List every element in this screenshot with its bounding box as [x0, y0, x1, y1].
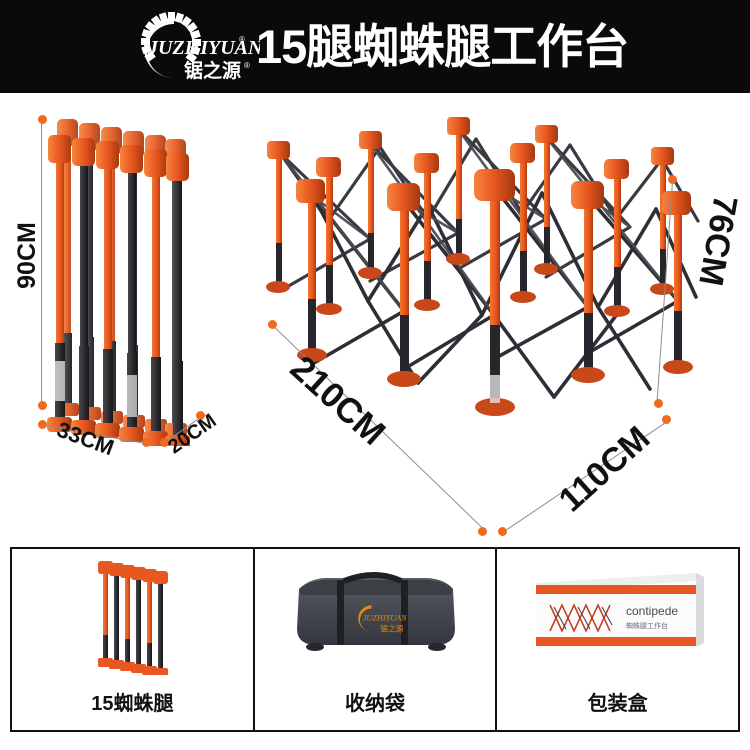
panel-folded-legs-image	[12, 555, 253, 675]
packaging-box-icon: contipede 蜘蛛腿工作台	[535, 573, 704, 647]
box-brand-latin: contipede	[626, 604, 678, 618]
header-banner: JUZHIYUAN ® 锯之源 ® 15腿蜘蛛腿工作台	[0, 0, 750, 93]
folded-legs-graphic	[47, 119, 190, 450]
logo-latin-text: JUZHIYUAN	[147, 37, 260, 59]
dim-dot-76-top	[668, 175, 677, 184]
dim-dot-76-bottom	[654, 399, 663, 408]
dim-dot-depth-right	[196, 411, 205, 420]
dim-dot-210-end	[478, 527, 487, 536]
logo-latin-registered: ®	[239, 35, 245, 44]
logo-cn-text: 锯之源	[184, 59, 241, 82]
bag-logo-cn: 锯之源	[380, 624, 403, 634]
folded-legs-icon	[98, 561, 169, 675]
dim-dot-110-end	[662, 415, 671, 424]
panel-folded-legs: 15蜘蛛腿	[12, 549, 255, 730]
dim-dot-width-left	[38, 420, 47, 429]
dim-dot-210-start	[268, 320, 277, 329]
dim-label-90cm: 90CM	[12, 222, 41, 289]
panel-label-storage-bag: 收纳袋	[345, 693, 405, 715]
dim-dot-110-start	[498, 527, 507, 536]
page-title: 15腿蜘蛛腿工作台	[256, 20, 629, 73]
brand-logo: JUZHIYUAN ® 锯之源 ®	[128, 12, 260, 84]
expanded-workbench-illustration	[258, 101, 728, 431]
panel-label-folded-legs: 15蜘蛛腿	[91, 693, 174, 715]
bag-logo-latin: JUZHIYUAN	[363, 614, 407, 623]
panel-label-packaging-box: 包装盒	[587, 693, 648, 715]
dim-dot-depth-left	[160, 438, 169, 447]
panel-storage-bag: JUZHIYUAN 锯之源 收纳袋	[255, 549, 498, 730]
dim-dot-height-bottom	[38, 401, 47, 410]
dim-dot-height-top	[38, 115, 47, 124]
spider-legs-lattice-graphic	[266, 117, 700, 416]
storage-bag-icon: JUZHIYUAN 锯之源	[297, 572, 455, 651]
accessory-panels: 15蜘蛛腿 JUZHIYUAN 锯之源	[10, 547, 740, 732]
panel-storage-bag-image: JUZHIYUAN 锯之源	[255, 555, 496, 675]
panel-packaging-box: contipede 蜘蛛腿工作台 包装盒	[497, 549, 738, 730]
logo-cn-registered: ®	[244, 61, 250, 70]
box-brand-cn: 蜘蛛腿工作台	[626, 621, 668, 630]
saw-blade-logo-icon: JUZHIYUAN ® 锯之源 ®	[141, 12, 260, 82]
folded-workbench-illustration	[38, 111, 218, 450]
product-illustration-area: 90CM 33CM 20CM	[0, 93, 750, 540]
panel-packaging-box-image: contipede 蜘蛛腿工作台	[497, 555, 738, 675]
